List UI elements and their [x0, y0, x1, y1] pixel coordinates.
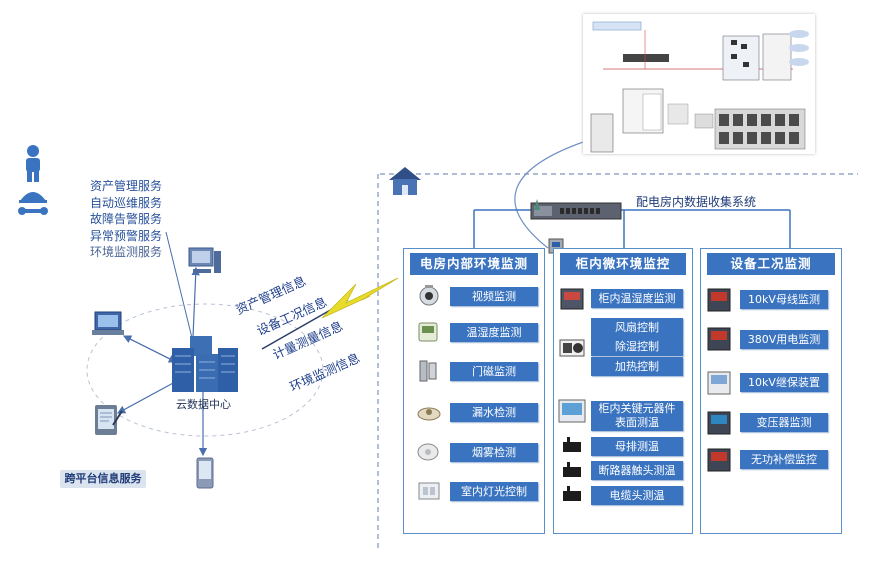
- item-transformer-monitoring: 变压器监测: [740, 413, 828, 432]
- wireless-temp-sensor-icon: [563, 437, 581, 452]
- service-list: 资产管理服务 自动巡维服务 故障告警服务 异常预警服务 环境监测服务: [90, 178, 162, 261]
- item-heating-control: 加热控制: [591, 357, 683, 376]
- desktop-computer-icon: [188, 247, 221, 273]
- maintenance-staff-icon: [18, 145, 48, 215]
- multifunction-meter-icon: [707, 288, 731, 312]
- infrared-temperature-sensor-icon: [558, 399, 586, 423]
- item-temp-humidity-monitoring: 温湿度监测: [450, 323, 538, 342]
- service-item: 异常预警服务: [90, 228, 163, 243]
- item-fan-control: 风扇控制: [591, 318, 683, 337]
- item-cabinet-temp-humidity: 柜内温湿度监测: [591, 289, 683, 308]
- tablet-icon: [95, 405, 123, 435]
- light-control-module-icon: [418, 482, 440, 500]
- panel-title: 电房内部环境监测: [410, 253, 538, 275]
- item-water-leak-detection: 漏水检测: [450, 403, 538, 422]
- item-cable-head-temp: 电缆头测温: [591, 486, 683, 505]
- panel-title: 柜内微环境监控: [560, 253, 686, 275]
- service-item: 故障告警服务: [90, 212, 163, 226]
- house-icon: [389, 167, 421, 195]
- antenna-icon: [534, 199, 540, 210]
- item-video-monitoring: 视频监测: [450, 287, 538, 306]
- item-indoor-light-control: 室内灯光控制: [450, 482, 538, 501]
- door-magnetic-sensor-icon: [419, 360, 437, 382]
- item-component-surface-temp: 柜内关键元器件 表面测温: [591, 401, 683, 431]
- cross-platform-service-label: 跨平台信息服务: [60, 470, 146, 488]
- item-door-magnetic-monitoring: 门磁监测: [450, 362, 538, 381]
- reactive-compensation-controller-icon: [707, 448, 731, 472]
- item-10kv-relay-protection: 10kV继保装置: [740, 373, 828, 392]
- relay-protection-device-icon: [707, 371, 731, 395]
- fan-heater-unit-icon: [559, 339, 585, 357]
- temperature-humidity-sensor-icon: [418, 322, 438, 342]
- transformer-monitor-icon: [707, 411, 731, 435]
- item-reactive-compensation: 无功补偿监控: [740, 450, 828, 469]
- cabinet-controller-icon: [560, 288, 584, 310]
- item-busbar-temp: 母排测温: [591, 437, 683, 456]
- panel-title: 设备工况监测: [707, 253, 835, 275]
- item-380v-power-monitoring: 380V用电监测: [740, 330, 828, 349]
- camera-icon: [419, 285, 439, 306]
- item-smoke-detection: 烟雾检测: [450, 443, 538, 462]
- system-topology-screenshot: [583, 14, 815, 154]
- item-breaker-contact-temp: 断路器触头测温: [591, 461, 683, 480]
- mobile-phone-icon: [196, 457, 214, 489]
- service-item: 自动巡维服务: [90, 195, 163, 210]
- service-item: 资产管理服务: [90, 179, 163, 193]
- item-dehumidify-control: 除湿控制: [591, 337, 683, 356]
- system-title: 配电房内数据收集系统: [636, 195, 757, 209]
- laptop-icon: [92, 311, 124, 335]
- cloud-data-center-label: 云数据中心: [176, 398, 231, 411]
- power-meter-icon: [707, 327, 731, 351]
- data-collector-device-icon: [530, 202, 622, 220]
- item-10kv-busbar-monitoring: 10kV母线监测: [740, 290, 828, 309]
- cloud-data-center-icon: [172, 336, 238, 392]
- smoke-detector-icon: [417, 443, 439, 461]
- service-item: 环境监测服务: [90, 245, 163, 259]
- wireless-temp-sensor-icon: [563, 462, 581, 477]
- water-leak-sensor-icon: [417, 407, 441, 421]
- wireless-temp-sensor-icon: [563, 486, 581, 501]
